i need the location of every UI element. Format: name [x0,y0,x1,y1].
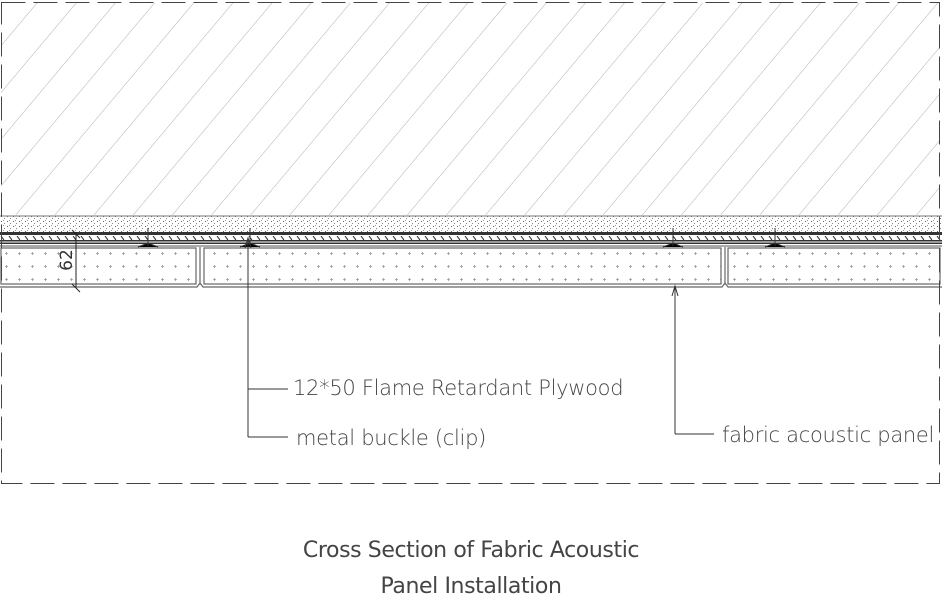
fabric-panels [0,247,942,288]
section-boundary [1,2,940,484]
label-plywood: 12*50 Flame Retardant Plywood [293,376,624,400]
leader-lines [244,236,714,438]
plaster-layer [0,216,942,232]
dimension-value: 62 [57,249,77,271]
title-line-2: Panel Installation [380,574,562,599]
plywood-layer [0,232,942,247]
concrete-wall [1,3,940,215]
title-line-1: Cross Section of Fabric Acoustic [302,538,640,563]
label-metal-clip: metal buckle (clip) [296,426,486,450]
label-fabric-panel: fabric acoustic panel [722,423,935,447]
dimension-62 [71,229,81,293]
